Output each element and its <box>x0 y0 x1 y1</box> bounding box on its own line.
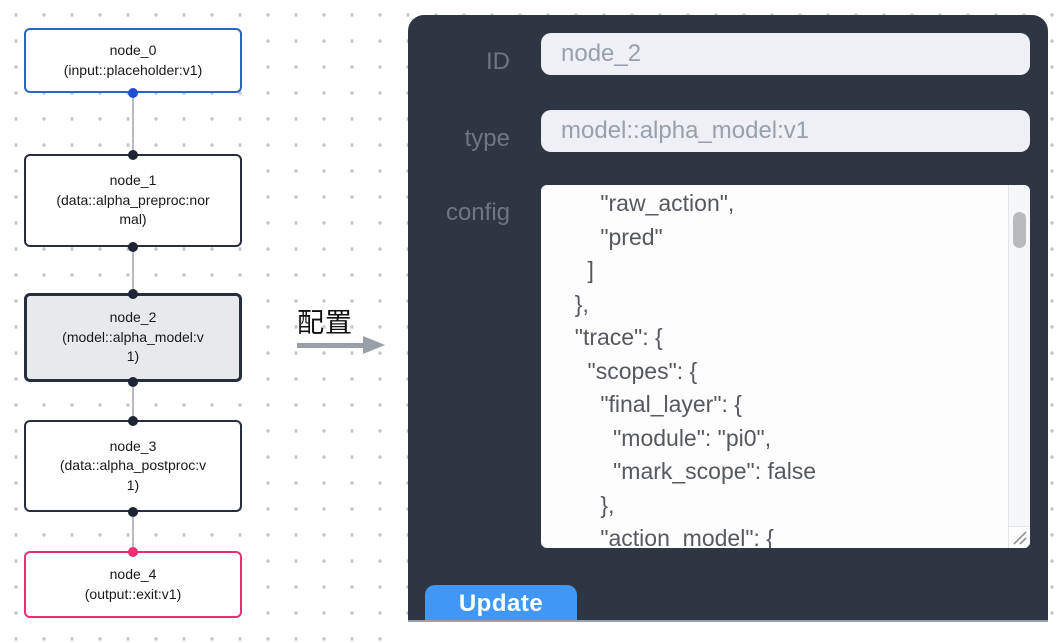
type-field-label: type <box>464 125 510 152</box>
node-title: node_4 <box>109 566 157 582</box>
bottom-margin <box>400 624 1062 643</box>
id-input[interactable] <box>541 33 1030 75</box>
edge-node2-node3 <box>132 382 134 421</box>
update-button[interactable]: Update <box>425 585 577 620</box>
port-node3-out[interactable] <box>128 507 138 517</box>
port-node1-out[interactable] <box>128 242 138 252</box>
graph-node-node_1[interactable]: node_1 (data::alpha_preproc:normal) <box>24 154 242 247</box>
config-field-label: config <box>445 199 510 226</box>
node-title: node_3 <box>109 437 157 454</box>
node-subtitle: (input::placeholder:v1) <box>63 61 203 78</box>
node-subtitle: (data::alpha_postproc:v1) <box>59 457 207 493</box>
port-node1-in[interactable] <box>128 150 138 160</box>
port-node0-out[interactable] <box>128 88 138 98</box>
node-config-panel: ID type config "raw_action", "pred" ] },… <box>408 15 1048 622</box>
port-node2-out[interactable] <box>128 377 138 387</box>
node-subtitle: (output::exit:v1) <box>84 585 182 602</box>
right-arrow-icon <box>297 336 385 354</box>
port-node2-in[interactable] <box>128 289 138 299</box>
graph-node-node_3[interactable]: node_3 (data::alpha_postproc:v1) <box>24 420 242 512</box>
resize-handle-icon[interactable] <box>1008 526 1030 548</box>
config-json-text: "raw_action", "pred" ] }, "trace": { "sc… <box>574 190 817 548</box>
node-subtitle: (data::alpha_preproc:normal) <box>56 191 210 228</box>
port-node4-in[interactable] <box>128 547 138 557</box>
config-arrow-label: 配置 <box>297 308 353 338</box>
id-field-label: ID <box>486 48 510 75</box>
edge-node3-node4 <box>132 512 134 552</box>
config-scrollbar-thumb[interactable] <box>1013 212 1026 248</box>
graph-node-node_4[interactable]: node_4 (output::exit:v1) <box>24 551 242 618</box>
config-scrollbar[interactable] <box>1008 185 1030 526</box>
node-subtitle: (model::alpha_model:v1) <box>62 328 204 365</box>
node-title: node_2 <box>109 309 157 326</box>
node-title: node_0 <box>109 42 157 58</box>
port-node3-in[interactable] <box>128 416 138 426</box>
edge-node0-node1 <box>132 93 134 155</box>
graph-node-node_2-selected[interactable]: node_2 (model::alpha_model:v1) <box>24 293 242 382</box>
type-input[interactable] <box>541 110 1030 152</box>
node-title: node_1 <box>109 172 157 189</box>
edge-node1-node2 <box>132 247 134 294</box>
config-textarea[interactable]: "raw_action", "pred" ] }, "trace": { "sc… <box>541 185 1030 548</box>
graph-node-node_0[interactable]: node_0 (input::placeholder:v1) <box>24 28 242 93</box>
